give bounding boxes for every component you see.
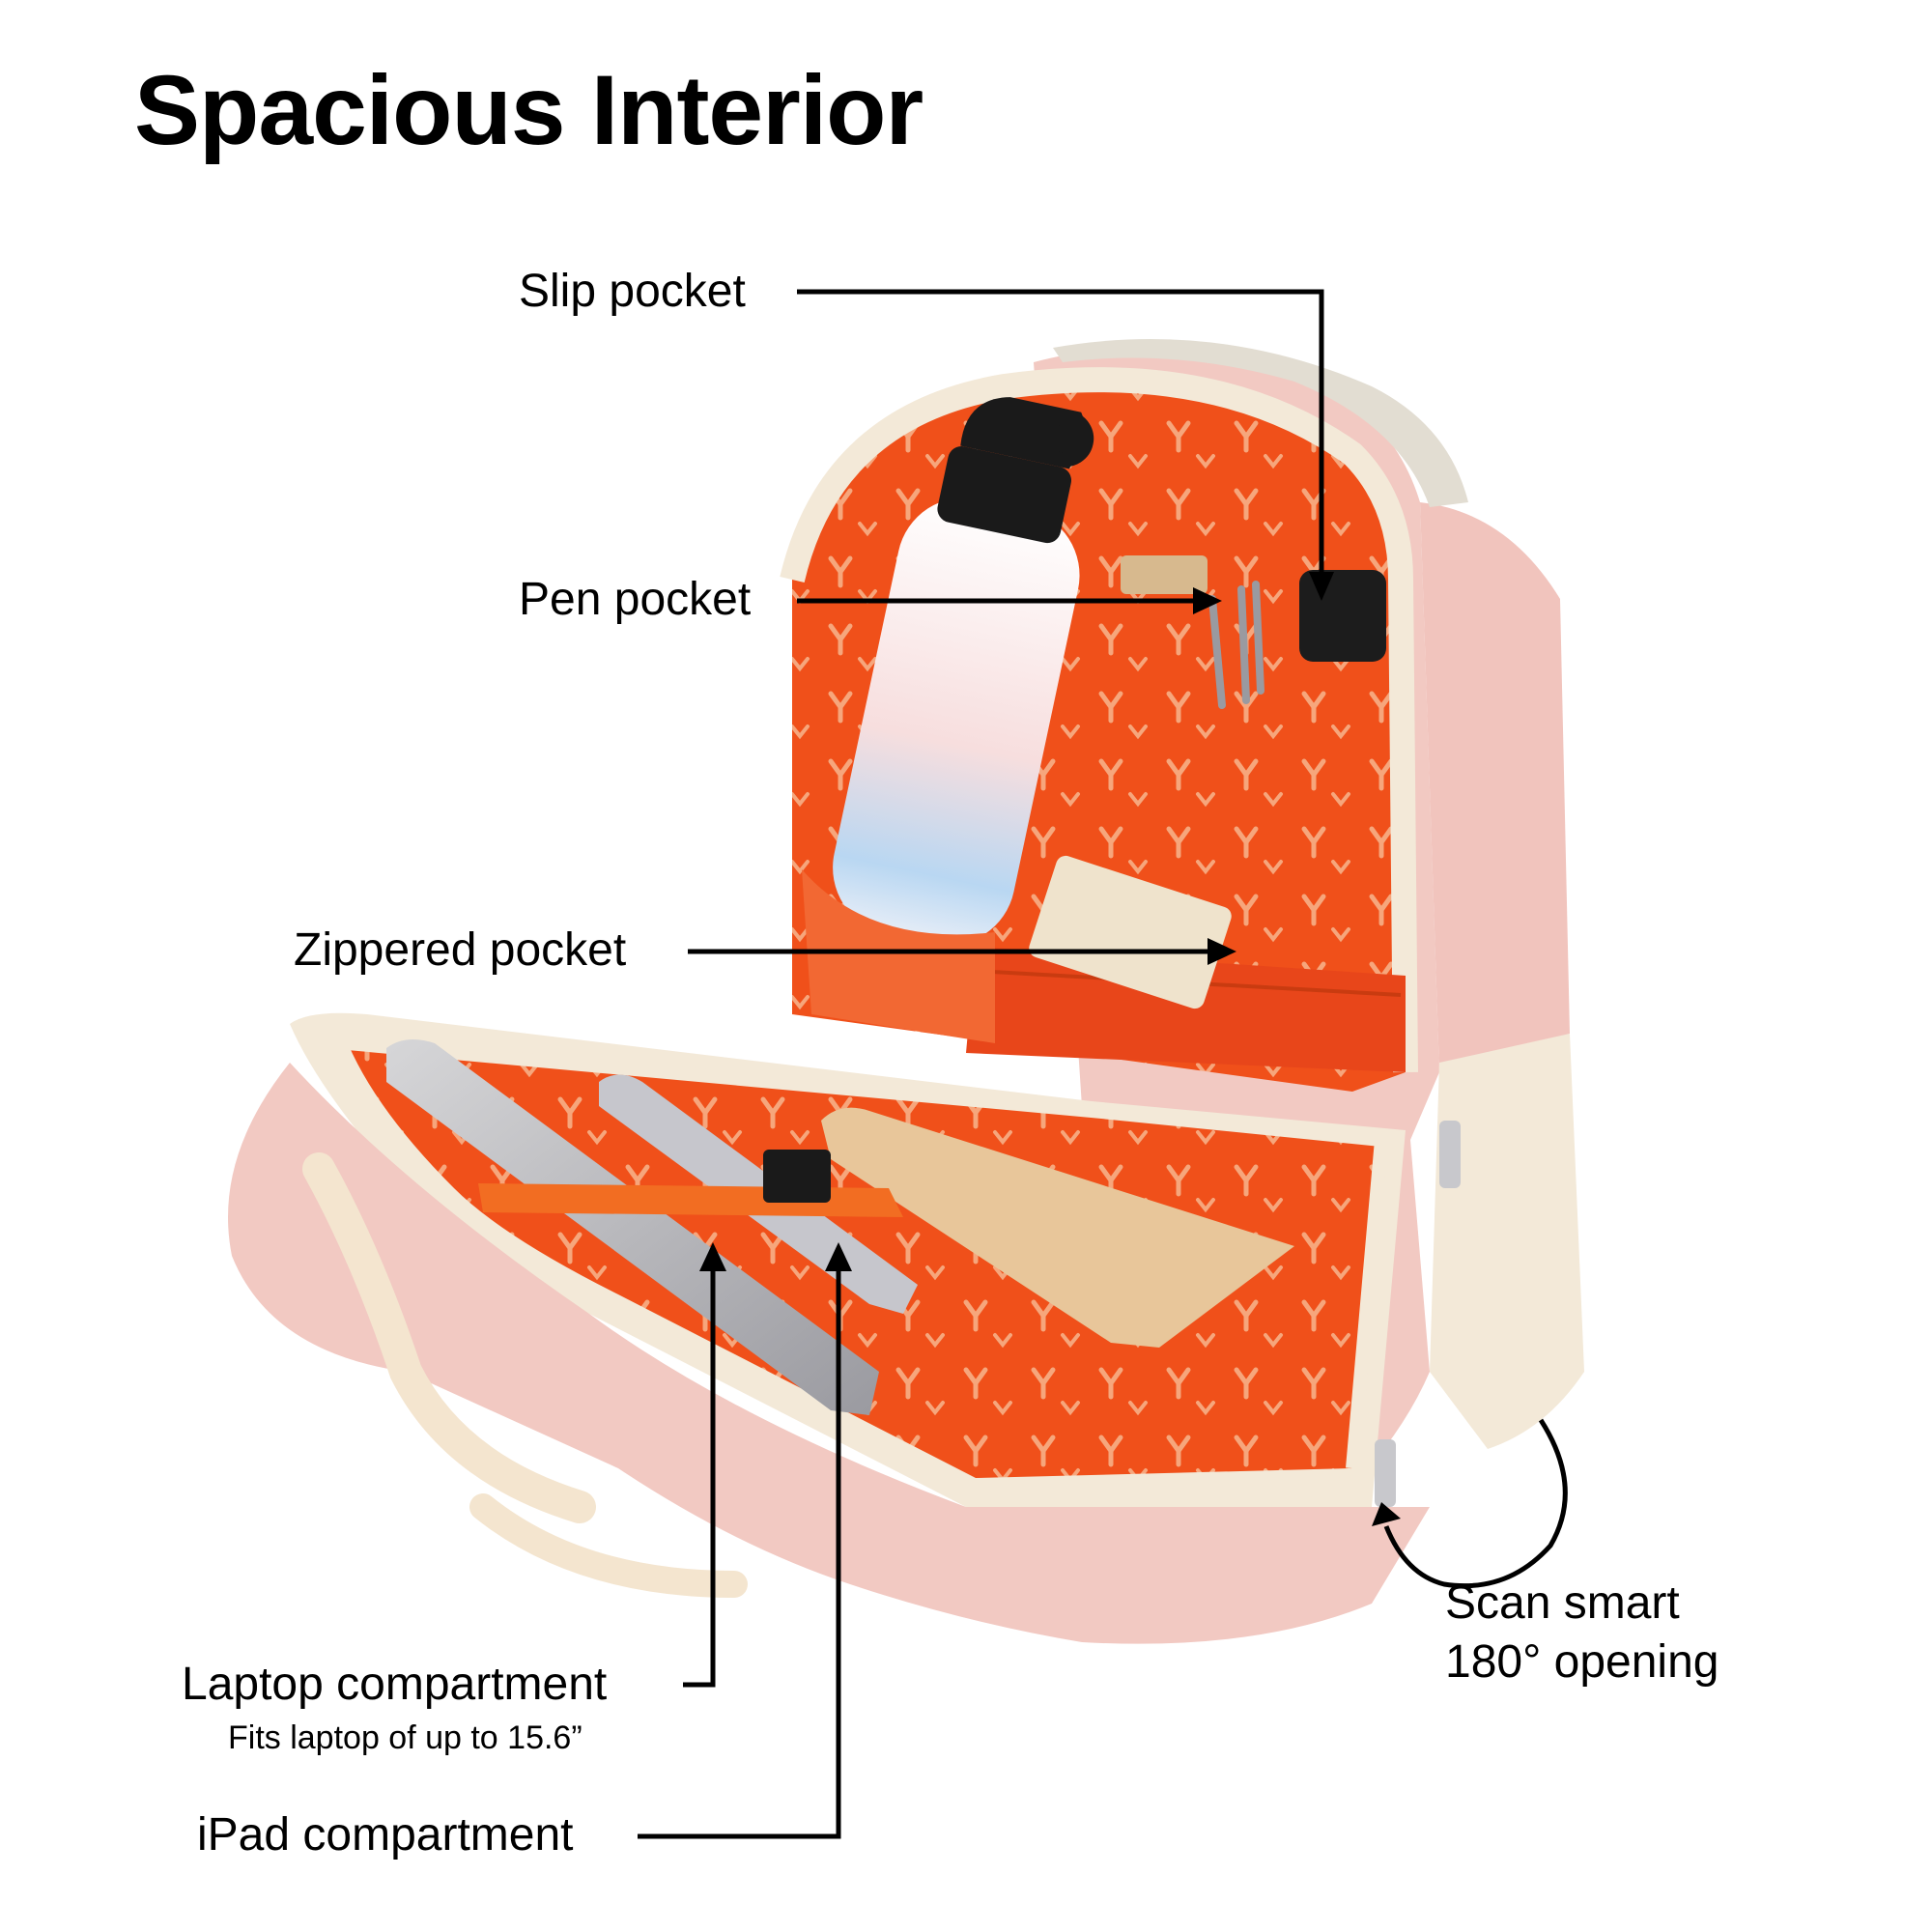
zipper-puller [1375, 1439, 1396, 1507]
pen-pocket-label: Pen pocket [519, 574, 752, 625]
strap-tab [763, 1150, 831, 1203]
pens [1208, 581, 1264, 709]
laptop-compartment-leader [683, 1256, 716, 1688]
mesh-side-pocket [802, 869, 995, 1043]
ipad-compartment-label: iPad compartment [197, 1809, 574, 1861]
slip-pocket-item [1299, 570, 1386, 662]
backpack-side-panel [1420, 502, 1570, 1072]
opening-label-line1: Scan smart [1445, 1577, 1680, 1629]
slip-pocket-label: Slip pocket [519, 266, 746, 317]
callout-lines [638, 289, 1568, 1839]
laptop [386, 1039, 879, 1415]
shoulder-strap [302, 1152, 596, 1523]
zippered-pocket-label: Zippered pocket [294, 924, 627, 976]
water-bottle [833, 397, 1094, 946]
notebook [821, 1107, 1294, 1348]
laptop-compartment-label: Laptop compartment [182, 1659, 608, 1710]
callout-arrowheads [699, 572, 1401, 1526]
opening-label-line2: 180° opening [1445, 1636, 1719, 1688]
laptop-size-note: Fits laptop of up to 15.6” [228, 1719, 582, 1756]
ipad-compartment-leader [638, 1256, 841, 1839]
slip-pocket-leader [797, 289, 1324, 584]
backpack-top-band [1053, 339, 1468, 507]
backpack-side-lower [1430, 1034, 1584, 1449]
small-notebook [1029, 855, 1232, 1009]
grab-handle [469, 1493, 748, 1598]
page-title: Spacious Interior [134, 55, 923, 165]
backpack-base [228, 1063, 1430, 1644]
opening-arc [1383, 1418, 1568, 1589]
laptop-strap [478, 1183, 903, 1217]
